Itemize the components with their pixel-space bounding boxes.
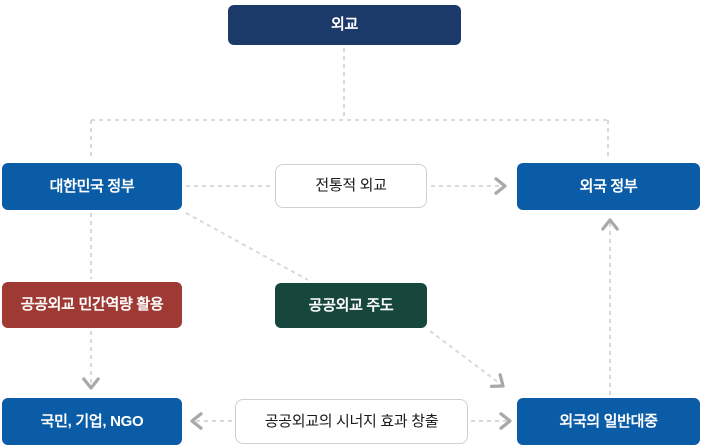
node-diplomacy: 외교 [228,5,461,45]
node-foreign-government: 외국 정부 [517,163,700,210]
node-traditional-diplomacy: 전통적 외교 [275,164,427,208]
edge-korea-to-public-led [185,212,309,281]
node-citizens-companies-ngo-label: 국민, 기업, NGO [40,412,144,430]
node-foreign-public-label: 외국의 일반대중 [559,412,658,430]
edge-public-led-to-foreign-public [429,330,505,388]
node-citizens-companies-ngo: 국민, 기업, NGO [2,398,182,445]
node-foreign-government-label: 외국 정부 [579,177,638,195]
node-private-capacity: 공공외교 민간역량 활용 [2,282,182,328]
node-synergy-effect: 공공외교의 시너지 효과 창출 [235,399,468,444]
node-diplomacy-label: 외교 [330,16,358,33]
node-traditional-diplomacy-label: 전통적 외교 [315,177,387,194]
node-korea-government: 대한민국 정부 [2,163,182,210]
node-private-capacity-label: 공공외교 민간역량 활용 [20,296,164,313]
node-public-diplomacy-led-label: 공공외교 주도 [308,296,394,314]
node-foreign-public: 외국의 일반대중 [517,398,700,445]
node-synergy-effect-label: 공공외교의 시너지 효과 창출 [264,412,439,430]
node-public-diplomacy-led: 공공외교 주도 [275,283,427,328]
node-korea-government-label: 대한민국 정부 [49,177,135,195]
